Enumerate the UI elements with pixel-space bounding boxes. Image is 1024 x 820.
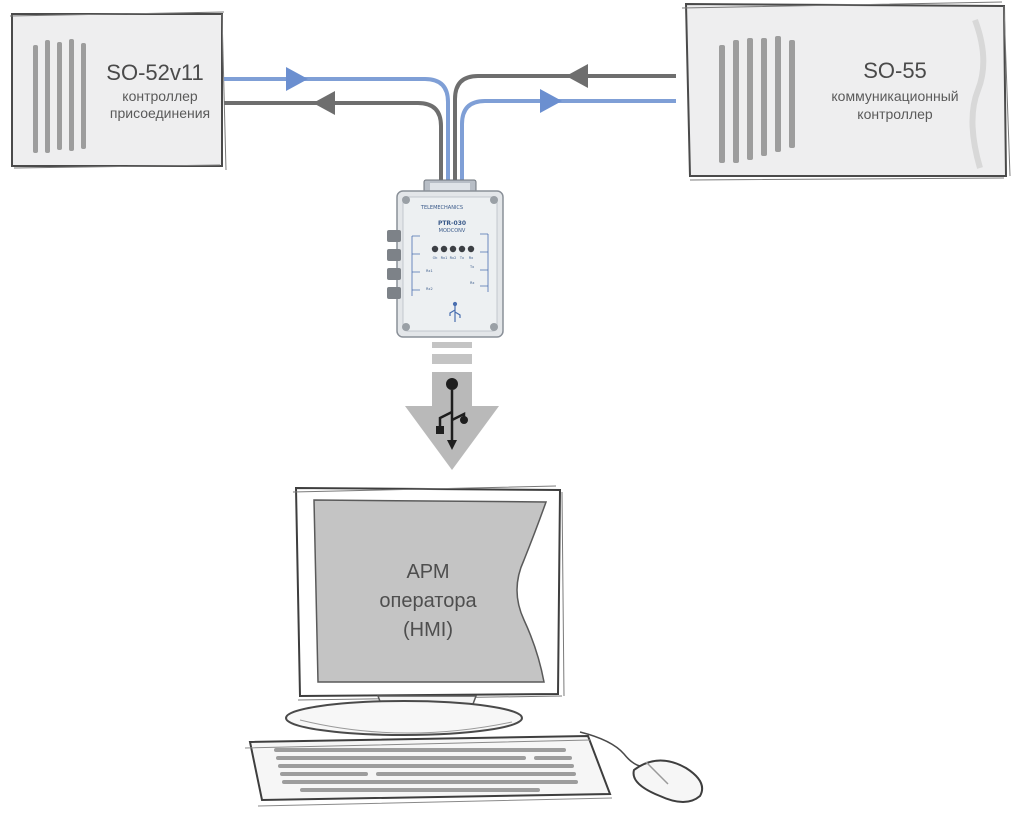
converter-device: TELEMECHANICS PTR-030 MODCONV Ok Rx1 Rx2… (387, 179, 504, 338)
mouse (579, 731, 704, 803)
workstation-label-3: (HMI) (403, 619, 453, 641)
left-device-panel: SO-52v11 контроллер присоединения (9, 11, 227, 171)
converter-brand: TELEMECHANICS (420, 205, 463, 211)
right-device-subtitle-1: коммуникационный (831, 88, 958, 104)
port-label: Rx2 (426, 287, 433, 291)
arrow-left-icon (566, 64, 588, 88)
arrow-right-icon (540, 89, 562, 113)
right-device-vents (719, 36, 795, 163)
led-label: Rx (469, 256, 474, 260)
led-label: Rx2 (450, 256, 457, 260)
led-label: Ok (433, 256, 439, 260)
right-gray-line (453, 74, 676, 188)
port-label: Rx1 (426, 269, 433, 273)
arrow-left-icon (313, 91, 335, 115)
workstation: АРМ оператора (HMI) (244, 485, 704, 807)
converter-port-connectors (387, 230, 401, 299)
port-label: Rx (470, 281, 475, 285)
workstation-label-1: АРМ (406, 561, 449, 583)
converter-model-sub: MODCONV (439, 228, 466, 234)
right-device-subtitle-2: контроллер (857, 106, 933, 122)
left-device-subtitle-2: присоединения (110, 105, 210, 121)
left-device-vents (33, 39, 86, 153)
workstation-label-2: оператора (379, 590, 477, 612)
monitor (292, 485, 565, 701)
signal-lines (224, 74, 676, 188)
left-gray-line (224, 101, 443, 188)
monitor-stand (285, 695, 523, 736)
usb-icon (449, 301, 461, 322)
converter-model: PTR-030 (438, 220, 466, 227)
signal-arrows (286, 64, 588, 115)
keyboard-keys (274, 748, 578, 792)
converter-schematic (411, 233, 489, 296)
usb-link-arrow (405, 342, 499, 470)
left-device-title: SO-52v11 (106, 60, 203, 85)
keyboard (244, 734, 613, 807)
right-blue-line (460, 99, 676, 188)
left-blue-line (224, 77, 450, 188)
right-device-panel: SO-55 коммуникационный контроллер (681, 1, 1011, 181)
led-label: Tx (459, 256, 464, 260)
port-label: Tx (469, 265, 474, 269)
led-label: Rx1 (441, 256, 448, 260)
converter-leds (431, 245, 475, 253)
converter-port-labels: Rx1 Rx2 Tx Rx (426, 265, 475, 291)
usb-icon (436, 378, 468, 450)
converter-led-labels: Ok Rx1 Rx2 Tx Rx (433, 256, 474, 260)
right-device-title: SO-55 (863, 58, 927, 83)
arrow-right-icon (286, 67, 308, 91)
left-device-subtitle-1: контроллер (122, 88, 198, 104)
monitor-screen (313, 499, 548, 683)
